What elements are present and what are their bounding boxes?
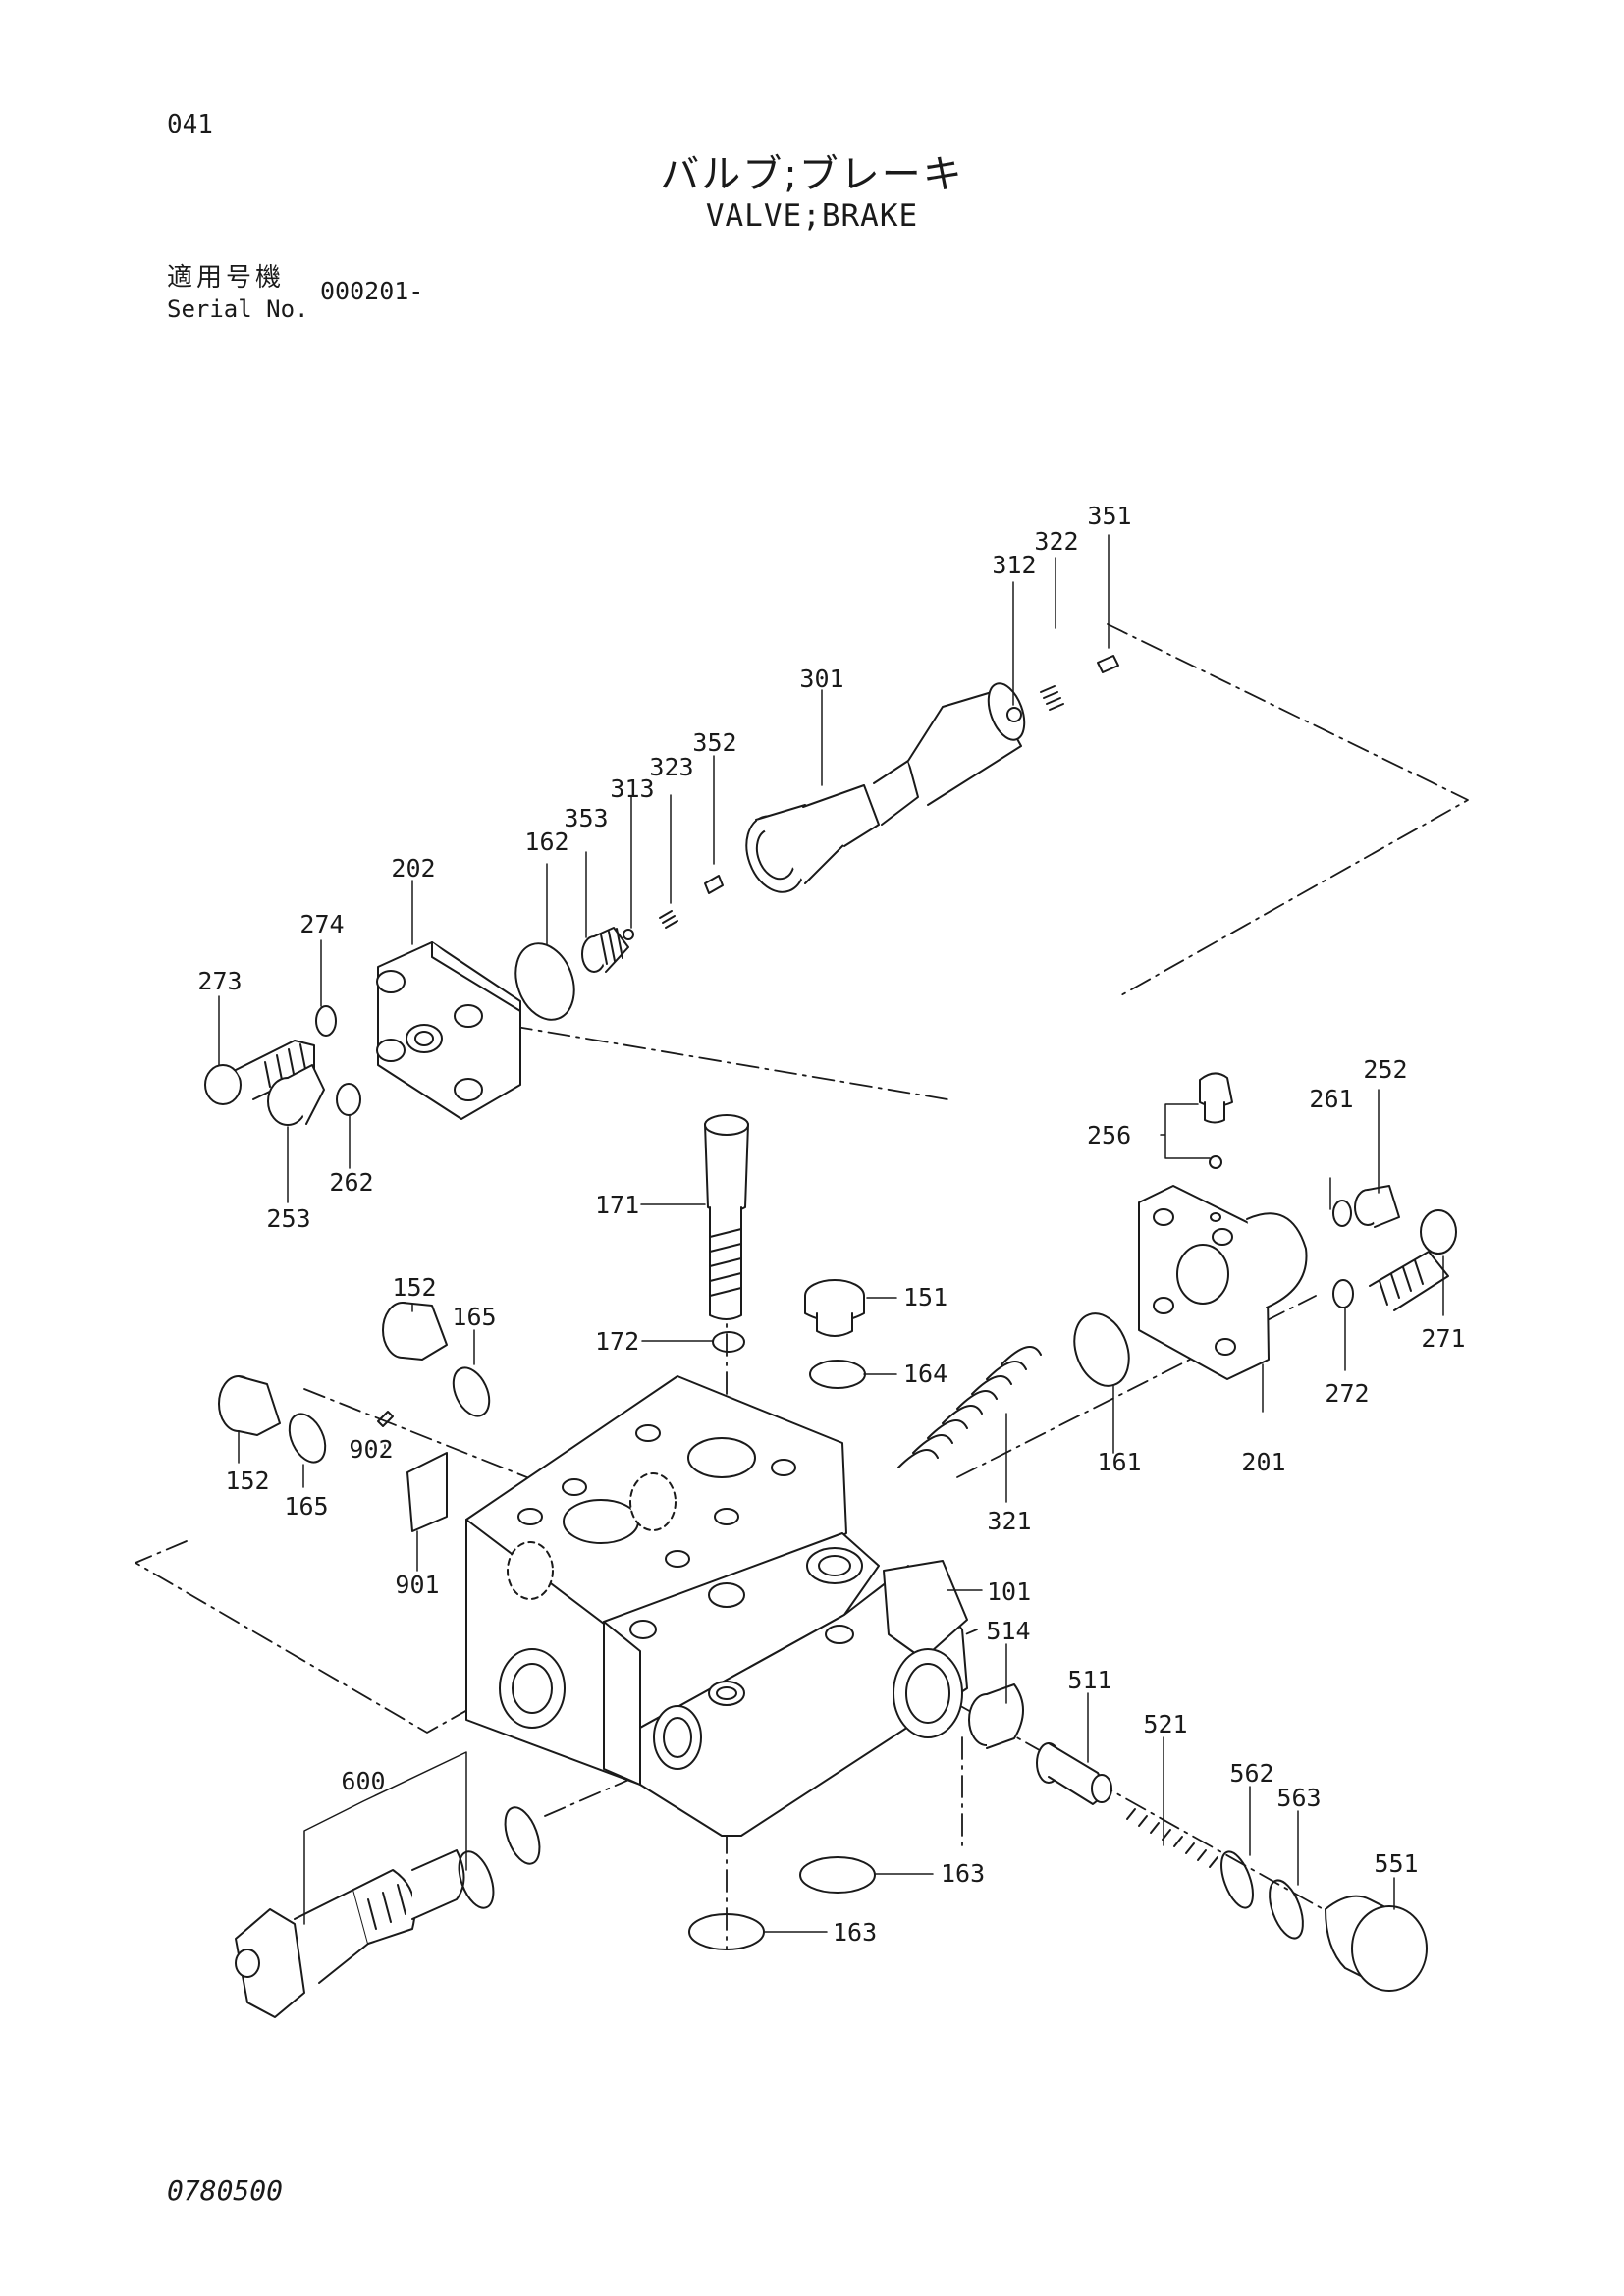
spring-321 (897, 1346, 1042, 1468)
relief-valve-600 (235, 1849, 465, 2018)
bolt-171 (704, 1114, 749, 1320)
callout-256: 256 (1087, 1121, 1131, 1149)
title-english: VALVE;BRAKE (705, 198, 919, 234)
part-callouts: 351 322 312 301 352 323 313 353 162 202 … (197, 502, 1465, 1947)
callout-163-lower: 163 (833, 1918, 877, 1947)
callout-353: 353 (564, 804, 608, 832)
callout-511: 511 (1067, 1666, 1111, 1694)
callout-323: 323 (649, 753, 693, 781)
axis-plug-551 (858, 1648, 1385, 1945)
callout-172: 172 (595, 1327, 639, 1356)
o-ring-165-upper (452, 1366, 491, 1417)
plug-252 (1354, 1185, 1400, 1228)
callout-152-lower: 152 (225, 1467, 269, 1495)
spring-323 (659, 910, 678, 929)
callout-164: 164 (903, 1360, 947, 1388)
o-ring-164 (809, 1360, 866, 1389)
ball-313 (623, 929, 634, 940)
callout-551: 551 (1374, 1849, 1418, 1878)
callout-514: 514 (986, 1617, 1030, 1645)
serial-range: 000201- (320, 277, 424, 305)
fitting-256 (1199, 1072, 1233, 1169)
washer-274 (315, 1005, 337, 1037)
ring-261 (1332, 1200, 1352, 1227)
serial-label-japanese: 適用号機 (167, 263, 286, 293)
callout-201: 201 (1241, 1448, 1285, 1476)
callout-352: 352 (692, 728, 736, 757)
axis-cap-202 (510, 1025, 948, 1100)
drawing-code: 0780500 (167, 2174, 284, 2207)
callout-600: 600 (341, 1767, 385, 1795)
callout-273: 273 (197, 967, 242, 995)
nameplate-901 (406, 1452, 448, 1532)
callout-253: 253 (266, 1204, 310, 1233)
ring-262 (336, 1083, 361, 1116)
callout-521: 521 (1143, 1710, 1187, 1738)
plug-551 (1325, 1895, 1428, 1992)
callout-101: 101 (987, 1577, 1031, 1606)
bolt-273 (204, 1040, 315, 1105)
ball-312 (1006, 707, 1022, 722)
callout-562: 562 (1229, 1759, 1273, 1788)
callout-563: 563 (1276, 1784, 1321, 1812)
o-ring-162 (514, 942, 575, 1021)
spool-301 (745, 682, 1026, 893)
o-ring-163-lower (688, 1913, 765, 1950)
valve-body-101 (465, 1375, 968, 1837)
callout-163-upper: 163 (941, 1859, 985, 1888)
callout-202: 202 (391, 854, 435, 882)
bolt-271 (1369, 1209, 1457, 1311)
axis-upper-right (1107, 623, 1469, 997)
callout-165-upper: 165 (452, 1303, 496, 1331)
callout-902: 902 (349, 1435, 393, 1464)
plug-253 (267, 1064, 325, 1126)
cover-201 (1138, 1185, 1308, 1380)
callout-171: 171 (595, 1191, 639, 1219)
o-ring-165-lower (288, 1413, 327, 1464)
plug-353 (581, 927, 629, 973)
axis-left (135, 1540, 502, 1734)
o-ring-563 (1269, 1879, 1304, 1940)
washer-272 (1332, 1279, 1354, 1308)
o-ring-600-b (504, 1806, 541, 1865)
callout-161: 161 (1097, 1448, 1141, 1476)
callout-322: 322 (1034, 527, 1078, 556)
poppet-511 (1036, 1742, 1112, 1805)
callout-261: 261 (1309, 1085, 1353, 1113)
serial-label-english: Serial No. (167, 295, 309, 323)
spring-521 (1126, 1808, 1218, 1868)
callout-162: 162 (524, 828, 568, 856)
callout-252: 252 (1363, 1055, 1407, 1084)
plug-151 (804, 1279, 865, 1337)
callout-901: 901 (395, 1571, 439, 1599)
callout-262: 262 (329, 1168, 373, 1197)
callout-313: 313 (610, 774, 654, 803)
page-number: 041 (167, 110, 213, 139)
callout-272: 272 (1325, 1379, 1369, 1408)
o-ring-161 (1073, 1312, 1130, 1387)
spring-322 (1040, 685, 1064, 711)
o-ring-163-upper (799, 1856, 876, 1894)
washer-172 (712, 1331, 745, 1353)
o-ring-562 (1220, 1850, 1254, 1909)
leader-lines (218, 534, 1444, 1933)
callout-152-upper: 152 (392, 1273, 436, 1302)
plug-351 (1097, 655, 1119, 673)
plug-152-upper (382, 1302, 448, 1361)
callout-312: 312 (992, 551, 1036, 579)
screw-902 (377, 1411, 394, 1427)
plug-352 (704, 875, 724, 894)
plug-152-lower (218, 1375, 281, 1436)
callout-301: 301 (799, 665, 843, 693)
callout-274: 274 (299, 910, 344, 938)
callout-165-lower: 165 (284, 1492, 328, 1521)
callout-321: 321 (987, 1507, 1031, 1535)
callout-271: 271 (1421, 1324, 1465, 1353)
title-japanese: バルブ;ブレーキ (660, 152, 964, 197)
sleeve-514 (968, 1683, 1024, 1749)
callout-351: 351 (1087, 502, 1131, 530)
cover-202 (376, 941, 521, 1120)
callout-151: 151 (903, 1283, 947, 1311)
